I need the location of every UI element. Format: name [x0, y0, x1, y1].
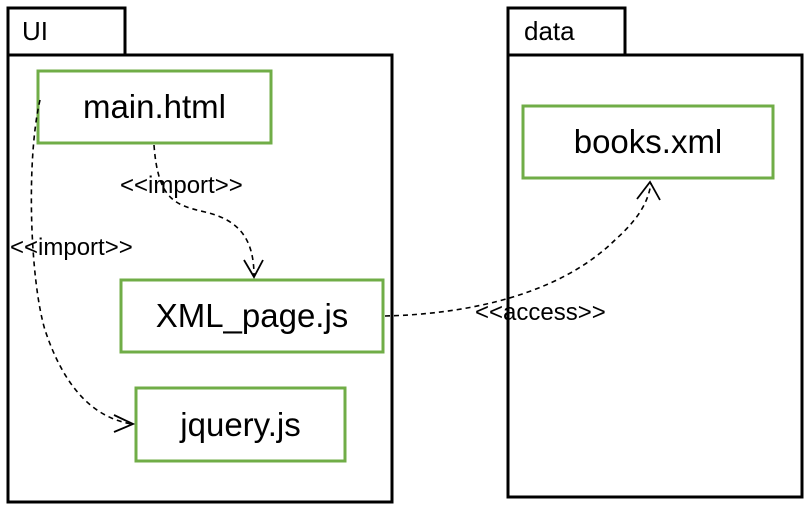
- edge-main-to-jquery-stereotype: <<import>>: [10, 234, 133, 261]
- node-books-xml[interactable]: books.xml: [521, 104, 775, 180]
- node-jquery-js[interactable]: jquery.js: [134, 386, 347, 463]
- node-jquery-js-box[interactable]: [134, 386, 347, 463]
- edge-main-to-xmlpage-line: [153, 144, 255, 277]
- edge-main-to-xmlpage-stereotype: <<import>>: [120, 172, 243, 199]
- node-main-html[interactable]: main.html: [36, 69, 273, 145]
- package-ui-label: UI: [22, 16, 48, 46]
- node-main-html-label: main.html: [83, 88, 226, 125]
- package-data-label: data: [524, 16, 575, 46]
- node-xml-page-js[interactable]: XML_page.js: [119, 278, 385, 354]
- node-books-xml-box[interactable]: [521, 104, 775, 180]
- node-books-xml-label: books.xml: [574, 123, 723, 160]
- edge-main-to-jquery-line: [30, 99, 133, 425]
- package-data-tab: [506, 6, 627, 57]
- edge-xmlpage-to-books-line: [384, 182, 652, 317]
- edge-main-to-xmlpage-arrowhead: [243, 259, 264, 279]
- edge-main-to-xmlpage: <<import>>: [120, 144, 264, 279]
- node-jquery-js-label: jquery.js: [179, 406, 300, 443]
- node-xml-page-js-label: XML_page.js: [156, 297, 349, 334]
- edge-main-to-jquery-arrowhead: [113, 414, 136, 433]
- edge-xmlpage-to-books: <<access>>: [384, 180, 661, 326]
- node-main-html-box[interactable]: [36, 69, 273, 145]
- edge-main-to-jquery: <<import>>: [10, 99, 136, 433]
- node-xml-page-js-box[interactable]: [119, 278, 385, 354]
- edge-xmlpage-to-books-stereotype: <<access>>: [475, 299, 606, 326]
- package-data: data: [506, 6, 804, 499]
- edge-xmlpage-to-books-arrowhead: [636, 180, 661, 201]
